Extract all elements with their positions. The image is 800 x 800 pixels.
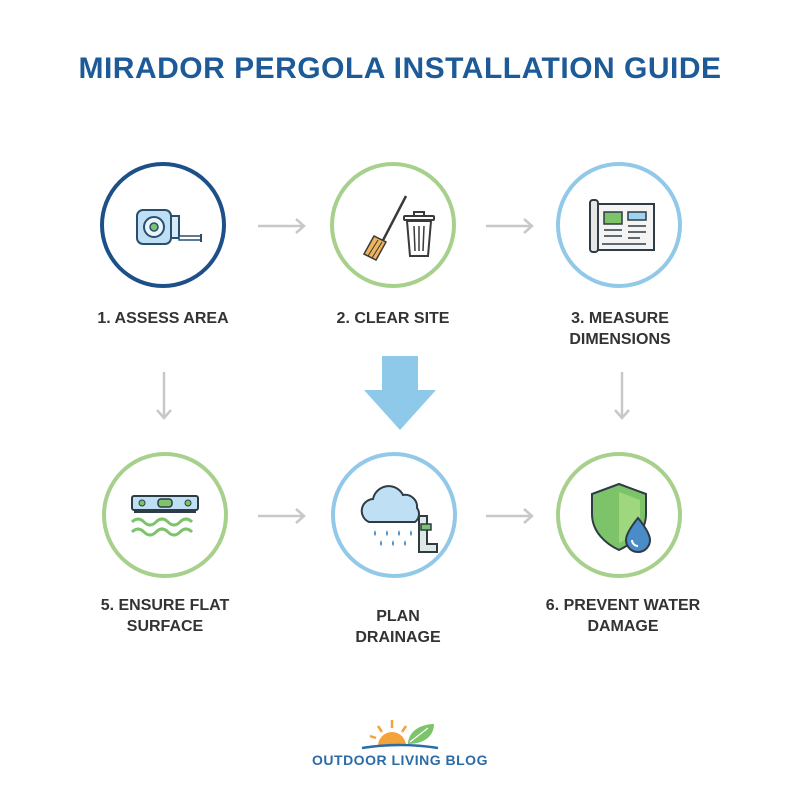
shield-droplet-icon [591, 482, 652, 553]
step-water-circle [556, 452, 682, 578]
big-arrow-down-icon [364, 356, 436, 430]
arrow-right-icon [486, 218, 534, 234]
arrow-right-icon [258, 218, 306, 234]
arrow-down-icon [614, 372, 630, 420]
step-flat-circle [102, 452, 228, 578]
arrow-right-icon [258, 508, 306, 524]
step-assess-circle [100, 162, 226, 288]
sunrise-leaf-logo-icon [361, 720, 439, 750]
step-clear-circle [330, 162, 456, 288]
tape-measure-icon [136, 209, 202, 245]
step-measure-circle [556, 162, 682, 288]
step-drain-circle [331, 452, 457, 578]
step-clear-label: 2. CLEAR SITE [336, 310, 450, 327]
blueprint-icon [589, 199, 655, 253]
spirit-level-icon [130, 495, 199, 537]
arrow-down-icon [156, 372, 172, 420]
footer-brand[interactable]: OUTDOOR LIVING BLOG [312, 752, 488, 768]
arrow-right-icon [486, 508, 534, 524]
page-title: MIRADOR PERGOLA INSTALLATION GUIDE [78, 52, 722, 85]
broom-trash-icon [362, 195, 435, 261]
rain-drainpipe-icon [360, 485, 438, 553]
step-assess-label: 1. ASSESS AREA [97, 310, 229, 327]
